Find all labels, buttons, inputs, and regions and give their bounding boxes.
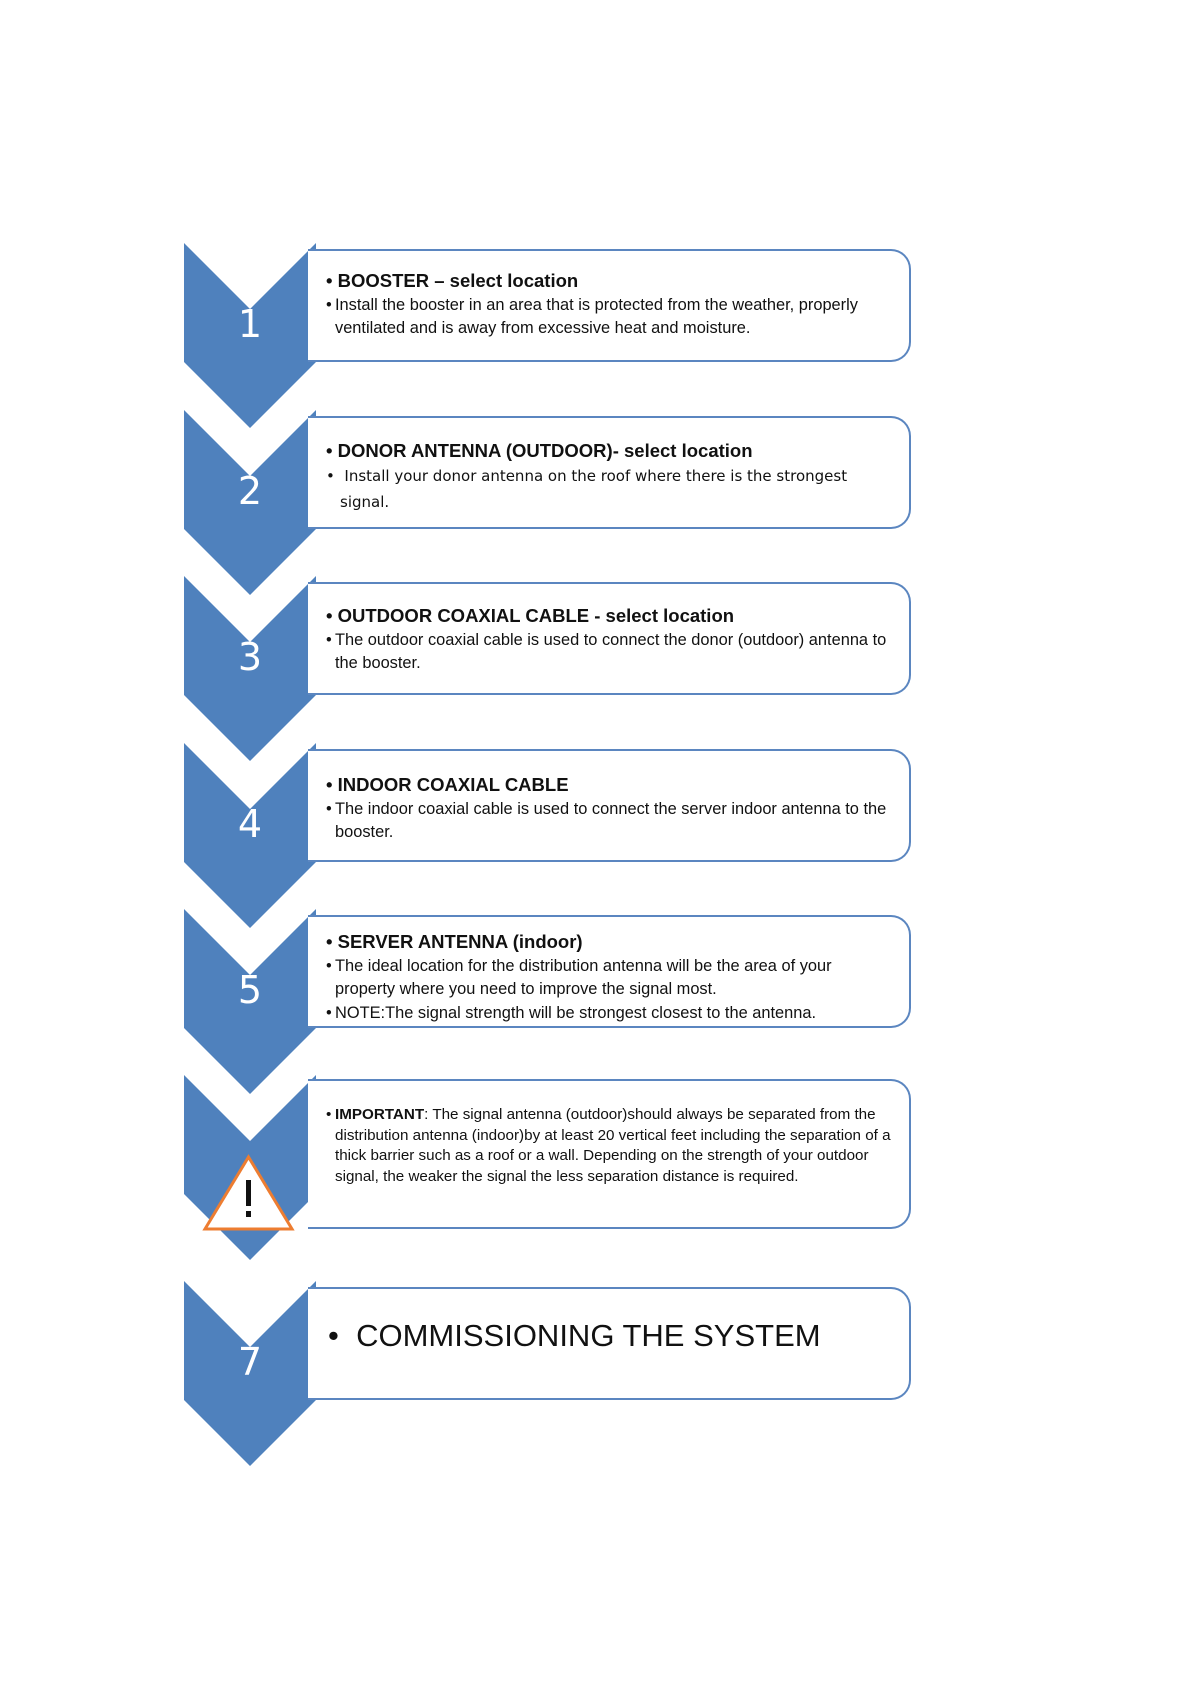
step-box: • INDOOR COAXIAL CABLE •The indoor coaxi… (308, 749, 911, 862)
step-box: • OUTDOOR COAXIAL CABLE - select locatio… (308, 582, 911, 695)
step-body: •The indoor coaxial cable is used to con… (326, 800, 887, 841)
step-box: •IMPORTANT: The signal antenna (outdoor)… (308, 1079, 911, 1229)
step-title: • INDOOR COAXIAL CABLE (326, 774, 569, 795)
step-number: 3 (237, 635, 263, 679)
step-title: • COMMISSIONING THE SYSTEM (328, 1318, 821, 1353)
step-body: • Install your donor antenna on the roof… (326, 467, 848, 511)
step-title: • OUTDOOR COAXIAL CABLE - select locatio… (326, 605, 735, 626)
step-box: • COMMISSIONING THE SYSTEM (308, 1287, 911, 1400)
step-title: • BOOSTER – select location (326, 270, 579, 291)
step-number: 2 (237, 469, 263, 513)
step-7: 7 • COMMISSIONING THE SYSTEM (0, 1281, 1191, 1481)
important-note: •IMPORTANT: The signal antenna (outdoor)… (326, 1106, 891, 1185)
step-box: • DONOR ANTENNA (OUTDOOR)- select locati… (308, 416, 911, 529)
step-box: • SERVER ANTENNA (indoor) •The ideal loc… (308, 915, 911, 1028)
step-1: 1 • BOOSTER – select location •Install t… (0, 243, 1191, 443)
step-box: • BOOSTER – select location •Install the… (308, 249, 911, 362)
step-3: 3 • OUTDOOR COAXIAL CABLE - select locat… (0, 576, 1191, 776)
step-number: 1 (237, 302, 263, 346)
step-number: 4 (237, 802, 263, 846)
step-6-warning: •IMPORTANT: The signal antenna (outdoor)… (0, 1075, 1191, 1275)
step-number: 7 (237, 1340, 263, 1384)
step-body: •The ideal location for the distribution… (326, 957, 832, 1022)
step-2: 2 • DONOR ANTENNA (OUTDOOR)- select loca… (0, 410, 1191, 610)
step-5: 5 • SERVER ANTENNA (indoor) •The ideal l… (0, 909, 1191, 1109)
step-number: 5 (237, 968, 263, 1012)
step-body: •Install the booster in an area that is … (326, 296, 858, 337)
step-body: •The outdoor coaxial cable is used to co… (326, 631, 887, 672)
step-4: 4 • INDOOR COAXIAL CABLE •The indoor coa… (0, 743, 1191, 943)
step-title: • DONOR ANTENNA (OUTDOOR)- select locati… (326, 440, 753, 461)
warning-icon (202, 1154, 295, 1231)
step-title: • SERVER ANTENNA (indoor) (326, 931, 583, 952)
